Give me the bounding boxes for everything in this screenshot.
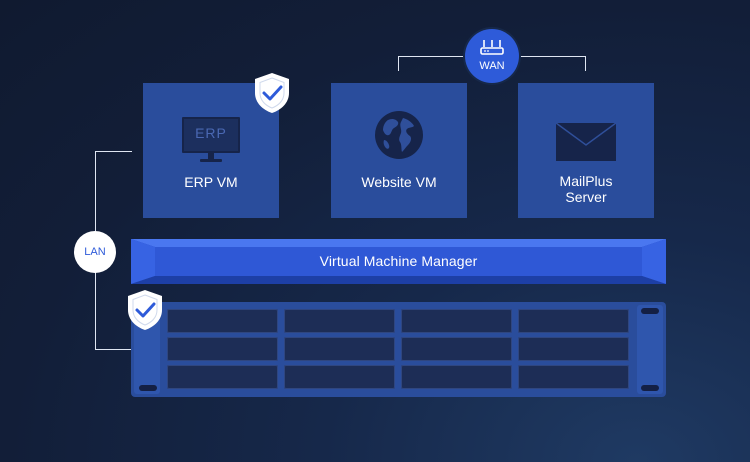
wan-connector-right	[585, 56, 586, 71]
nas-chassis	[131, 302, 666, 397]
drive-bay	[518, 309, 629, 333]
drive-bay	[401, 309, 512, 333]
lan-connector-bottom	[95, 349, 132, 350]
mailplus-label-line2: Server	[565, 189, 607, 205]
lan-label: LAN	[84, 246, 106, 258]
drive-bay	[284, 309, 395, 333]
vmm-bar-shape	[131, 239, 666, 284]
drive-bay	[284, 365, 395, 389]
drive-bay	[518, 365, 629, 389]
website-vm-label: Website VM	[361, 174, 437, 190]
shield-check-icon	[128, 290, 162, 330]
router-icon	[480, 40, 504, 55]
drive-bay	[401, 337, 512, 361]
mailplus-server-card: MailPlus Server	[518, 83, 654, 218]
shield-check-icon	[255, 73, 289, 113]
drive-bay	[518, 337, 629, 361]
drive-bay	[167, 337, 278, 361]
mailplus-label-line1: MailPlus	[559, 173, 613, 189]
drive-bay	[167, 365, 278, 389]
wan-label: WAN	[479, 60, 505, 72]
wan-badge: WAN	[465, 29, 519, 83]
globe-icon	[375, 111, 423, 159]
wan-connector-left	[398, 56, 399, 71]
drive-bay	[284, 337, 395, 361]
drive-bay	[401, 365, 512, 389]
website-vm-card: Website VM	[331, 83, 467, 218]
monitor-icon	[182, 117, 240, 162]
drive-bay	[167, 309, 278, 333]
lan-badge: LAN	[74, 231, 116, 273]
erp-vm-card: ERP ERP VM	[143, 83, 279, 218]
virtual-machine-manager-bar: Virtual Machine Manager	[131, 239, 666, 284]
monitor-screen-text: ERP	[195, 125, 227, 141]
lan-connector-top	[95, 151, 132, 152]
vmm-label: Virtual Machine Manager	[319, 253, 478, 269]
envelope-icon	[556, 123, 616, 161]
erp-vm-label: ERP VM	[184, 174, 238, 190]
